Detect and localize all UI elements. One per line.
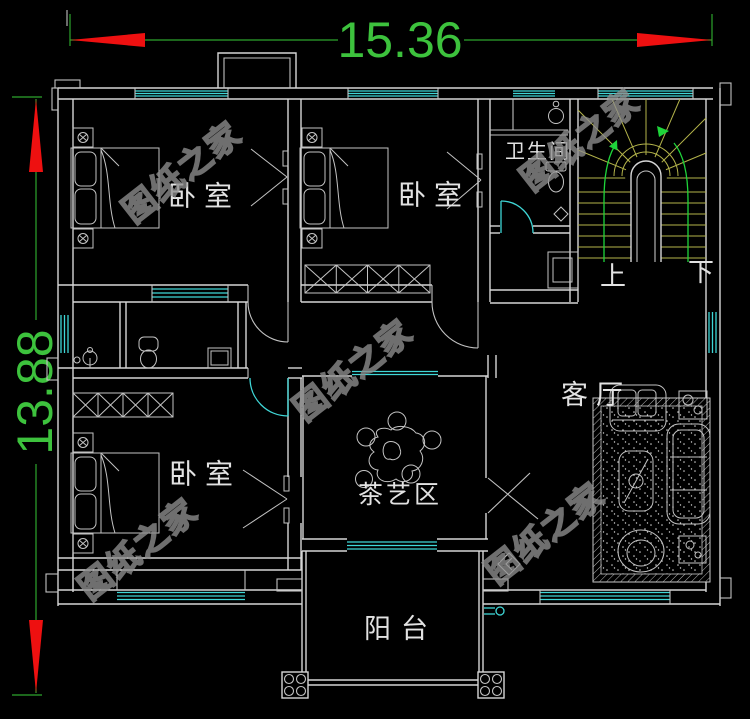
stool — [387, 411, 407, 431]
door-tea-living — [487, 472, 539, 520]
stool — [355, 470, 373, 488]
side-table-top — [678, 390, 708, 420]
stairs-down-label: 下 — [688, 257, 714, 287]
coffee-table — [618, 450, 654, 512]
balcony-label: 阳台 — [364, 614, 438, 644]
pilaster — [51, 87, 59, 111]
vent-corridor — [151, 285, 229, 302]
dimension-height-label: 13.88 — [7, 329, 63, 454]
watermark: 图纸之家 — [478, 475, 611, 590]
faucet-icon — [484, 606, 505, 616]
stool — [356, 427, 376, 447]
dim-arrow-left — [70, 33, 145, 47]
window-right-living — [708, 312, 717, 353]
pilaster — [54, 79, 81, 89]
closet — [72, 392, 174, 418]
side-table-bottom — [678, 535, 707, 564]
closet — [304, 264, 431, 294]
doors — [247, 200, 539, 520]
pilaster — [719, 577, 732, 599]
pilaster — [46, 357, 59, 381]
interior-walls — [58, 99, 579, 570]
door-bedroom2 — [431, 301, 479, 349]
chimney — [217, 52, 297, 88]
toilet-room — [73, 336, 232, 369]
window-left-toilet — [60, 315, 69, 353]
watermark: 图纸之家 — [115, 114, 248, 229]
living-room-label: 客厅 — [561, 380, 631, 410]
column — [281, 671, 309, 699]
dimension-top: 15.36 — [69, 12, 713, 68]
bedroom-3: 卧室 — [70, 392, 290, 554]
balcony: 阳台 — [276, 551, 521, 699]
stair-direction-arrows — [603, 126, 689, 262]
tea-area-label: 茶艺区 — [358, 481, 442, 509]
watermark: 图纸之家 — [286, 312, 419, 427]
bedroom1-label: 卧室 — [168, 181, 240, 212]
window-top-stairs — [597, 88, 694, 99]
sofa-top — [609, 384, 667, 432]
window-bottom-bedroom3 — [117, 591, 245, 601]
living-room: 客厅 — [561, 380, 711, 583]
dimension-left: 13.88 — [7, 96, 63, 696]
sofa-right — [666, 423, 711, 525]
tea-area: 茶艺区 — [355, 411, 442, 509]
pilaster — [719, 82, 732, 106]
opening-tea-bottom — [347, 541, 437, 550]
marker-icon — [497, 552, 521, 576]
door-bathroom — [500, 200, 534, 234]
window-bottom-living — [539, 590, 671, 604]
washing-machine-icon — [207, 347, 232, 369]
floor-drain-icon — [553, 206, 569, 222]
stairs: 上 下 — [577, 98, 714, 291]
stair-arcs — [613, 143, 679, 177]
dim-arrow-right — [637, 33, 712, 47]
dim-arrow-down — [29, 620, 43, 693]
toilet-icon — [545, 161, 567, 193]
armchair-bottom — [617, 529, 665, 573]
bathroom: 卫生间 — [505, 100, 579, 289]
tea-room-walls — [302, 375, 488, 552]
window-top-bedroom2 — [347, 88, 439, 99]
dimension-width-label: 15.36 — [337, 12, 462, 68]
bedroom3-label: 卧室 — [169, 459, 241, 490]
pilaster — [276, 578, 303, 592]
dim-arrow-up — [29, 99, 43, 172]
stool — [422, 430, 442, 450]
door-bedroom3 — [249, 377, 289, 417]
stairs-up-label: 上 — [600, 261, 626, 291]
outer-walls — [45, 52, 732, 606]
pilaster — [482, 578, 509, 592]
cabinet — [547, 251, 579, 289]
sink-icon — [548, 108, 564, 124]
stair-center-wall — [630, 160, 662, 262]
stool — [401, 464, 421, 484]
washbasin-icon — [73, 347, 98, 368]
window-top-bathroom — [513, 90, 555, 97]
pilaster — [45, 573, 59, 593]
door-bedroom1 — [247, 301, 289, 343]
column — [477, 671, 505, 699]
bedroom2-label: 卧室 — [398, 180, 470, 211]
toilet-icon — [138, 336, 159, 369]
bedroom-1: 卧室 — [70, 127, 289, 249]
bathroom-label: 卫生间 — [505, 140, 571, 163]
windows — [60, 88, 717, 604]
bed — [299, 127, 389, 249]
bedroom-2: 卧室 — [299, 127, 483, 294]
window-top-bedroom1 — [134, 88, 229, 99]
tea-table — [368, 425, 426, 483]
opening-tea-top — [352, 370, 438, 376]
